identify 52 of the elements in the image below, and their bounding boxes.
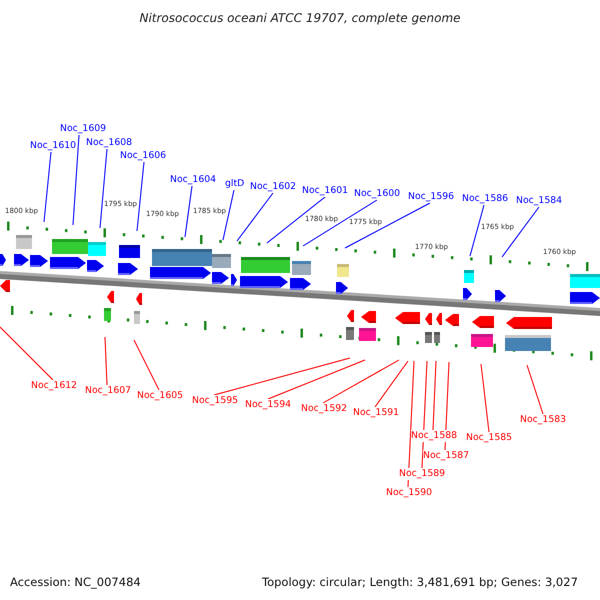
gene-label: Noc_1607 bbox=[85, 385, 132, 397]
gene-label: Noc_1592 bbox=[301, 403, 348, 415]
gene-label: Noc_1608 bbox=[86, 137, 132, 149]
leader-line bbox=[100, 148, 108, 228]
leader-line bbox=[72, 134, 80, 226]
gene-label: Noc_1591 bbox=[353, 407, 400, 419]
leader-line bbox=[222, 190, 234, 240]
leader-line bbox=[44, 152, 52, 222]
gene-label: Noc_1602 bbox=[250, 181, 296, 193]
leader-line bbox=[136, 162, 144, 232]
gene-label: Noc_1590 bbox=[386, 487, 432, 499]
gene-label: Noc_1587 bbox=[423, 450, 470, 462]
leader-line bbox=[184, 186, 192, 238]
leader-line bbox=[444, 362, 450, 450]
gene-label: Noc_1584 bbox=[516, 195, 562, 207]
leader-line bbox=[480, 364, 490, 432]
gene-label: Noc_1601 bbox=[302, 185, 348, 197]
gene-label: Noc_1596 bbox=[408, 191, 454, 203]
leader-line bbox=[302, 200, 378, 246]
leader-line bbox=[104, 336, 108, 386]
leader-line bbox=[236, 192, 274, 242]
accession-text: Accession: NC_007484 bbox=[10, 576, 141, 588]
gene-label: Noc_1586 bbox=[462, 193, 508, 205]
gene-label: Noc_1588 bbox=[411, 430, 458, 442]
leader-line bbox=[344, 202, 430, 248]
leader-line bbox=[374, 360, 408, 408]
gene-label: Noc_1605 bbox=[137, 390, 184, 402]
gene-label: Noc_1583 bbox=[520, 414, 566, 426]
gene-label: Noc_1595 bbox=[192, 395, 238, 407]
leader-line bbox=[266, 196, 326, 244]
gene-label: Noc_1609 bbox=[60, 123, 106, 135]
genome-summary-text: Topology: circular; Length: 3,481,691 bp; Genes: 3,027 bbox=[262, 576, 578, 588]
leader-line bbox=[268, 360, 366, 400]
leader-line bbox=[502, 206, 540, 258]
gene-label: Noc_1610 bbox=[30, 140, 76, 152]
gene-label: Noc_1604 bbox=[170, 174, 216, 186]
gene-label: Noc_1600 bbox=[354, 188, 400, 200]
leader-line bbox=[322, 360, 400, 404]
leader-line bbox=[470, 204, 484, 256]
leader-line bbox=[432, 360, 436, 430]
leader-line bbox=[408, 360, 414, 488]
gene-label: Noc_1589 bbox=[399, 468, 446, 480]
gene-label: Noc_1606 bbox=[120, 150, 166, 162]
leader-line bbox=[422, 360, 428, 468]
gene-label: gltD bbox=[225, 178, 244, 190]
leader-line bbox=[0, 326, 54, 380]
gene-label: Noc_1594 bbox=[245, 399, 292, 411]
leader-line bbox=[526, 364, 544, 414]
leader-line bbox=[214, 358, 350, 396]
gene-label: Noc_1585 bbox=[466, 432, 512, 444]
gene-label: Noc_1612 bbox=[31, 380, 78, 392]
leader-line bbox=[134, 340, 160, 390]
